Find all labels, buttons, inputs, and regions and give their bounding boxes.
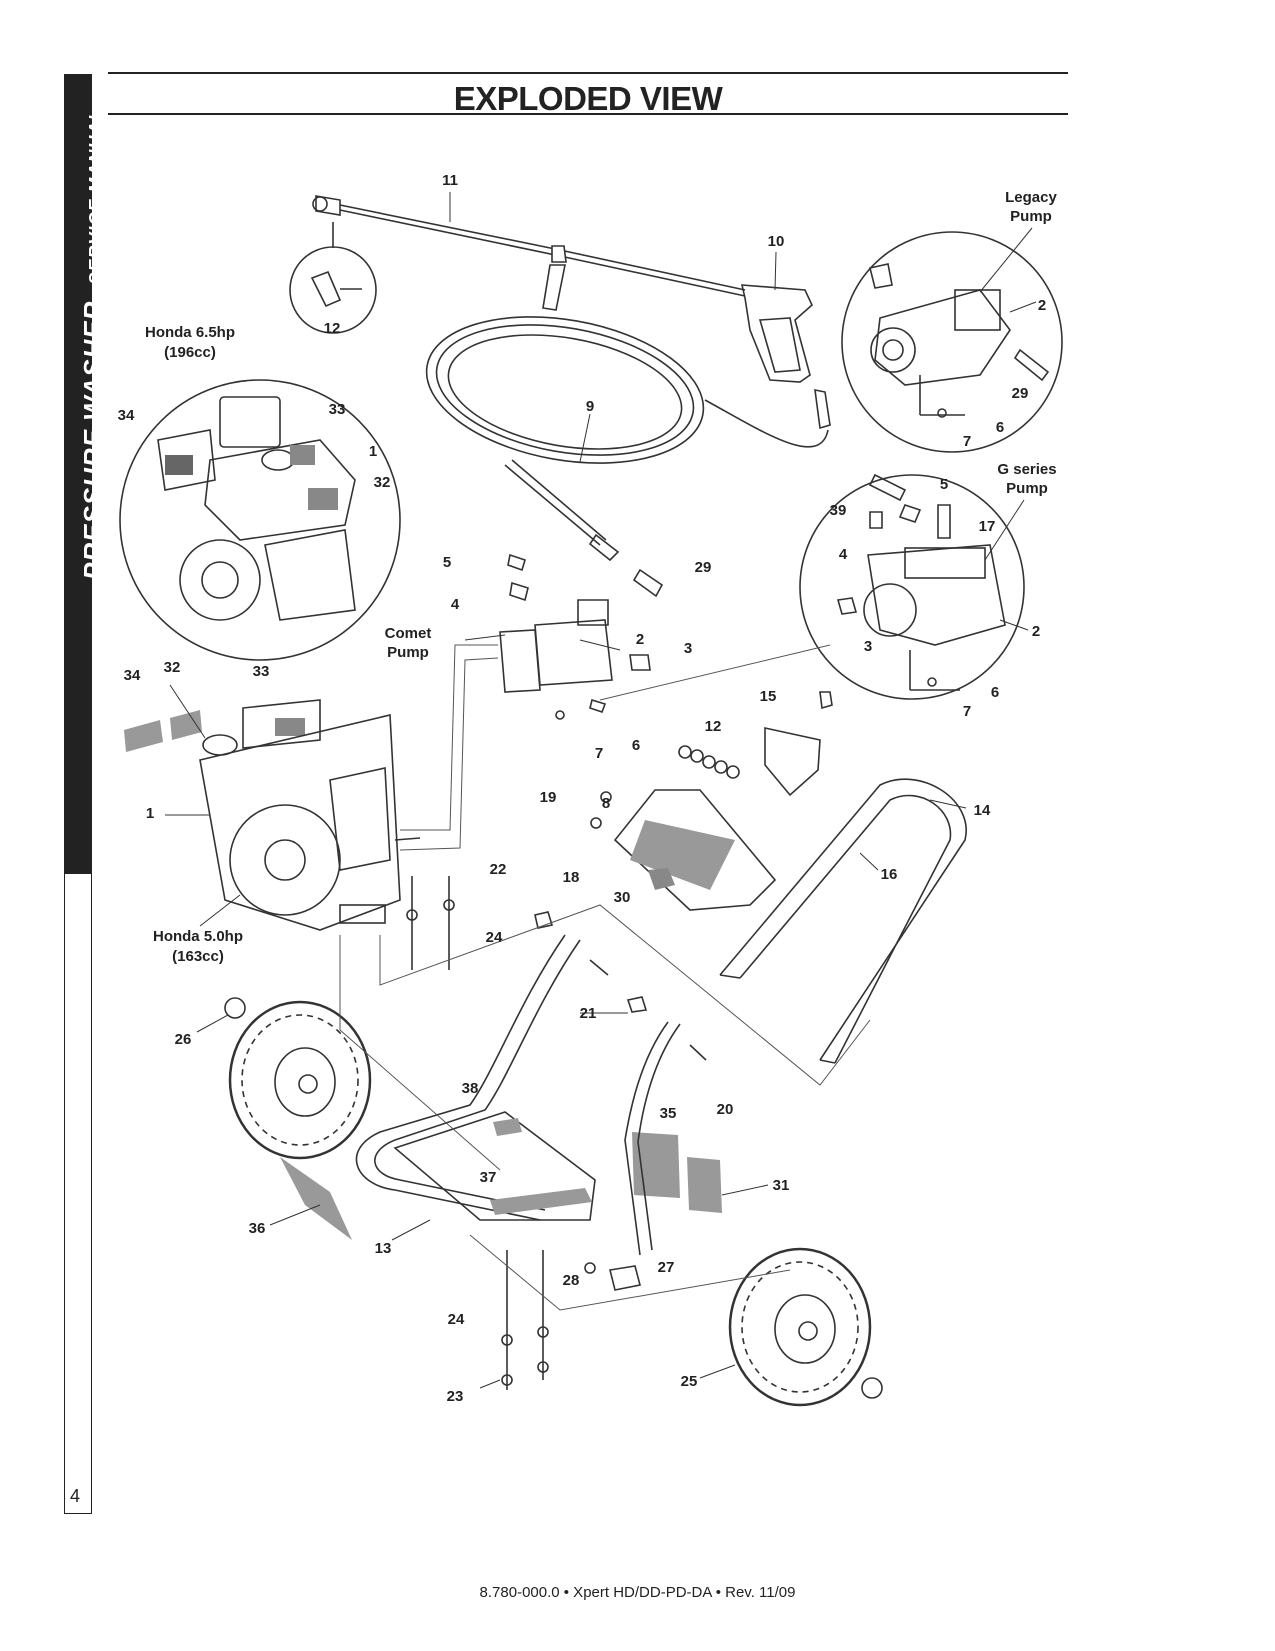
group-label-legacy-line2: Pump <box>1010 208 1052 225</box>
group-label-comet-line1: Comet <box>385 625 432 642</box>
callout-label: 5 <box>940 476 948 493</box>
callout-label: 34 <box>118 407 135 424</box>
callout-label: 6 <box>991 684 999 701</box>
assembly-guides <box>339 644 871 1311</box>
group-label-gseries-line1: G series <box>997 461 1056 478</box>
callout-label: 17 <box>979 518 996 535</box>
callout-label: 33 <box>253 663 270 680</box>
comet-pump <box>499 553 651 720</box>
group-label-legacy-line1: Legacy <box>1005 189 1057 206</box>
callout-label: 6 <box>996 419 1004 436</box>
callout-label: 7 <box>595 745 603 762</box>
callout-label: 3 <box>684 640 692 657</box>
callout-label: 28 <box>563 1272 580 1289</box>
callout-label: 32 <box>374 474 391 491</box>
page-title: EXPLODED VIEW <box>453 80 723 117</box>
callout-label: 39 <box>830 502 847 519</box>
callout-label: 30 <box>614 889 631 906</box>
callout-label: 8 <box>602 795 610 812</box>
callout-label: 31 <box>773 1177 790 1194</box>
nozzle-holder <box>764 691 833 797</box>
callout-label: 22 <box>490 861 507 878</box>
callout-label: 2 <box>636 631 644 648</box>
page-number: 4 <box>70 1486 81 1506</box>
callout-label: 2 <box>1038 297 1046 314</box>
callout-label: 7 <box>963 703 971 720</box>
footer: 8.780-000.0 • Xpert HD/DD-PD-DA • Rev. 1… <box>479 1584 796 1601</box>
honda-5-0hp-engine <box>199 699 421 931</box>
callout-label: 5 <box>443 554 451 571</box>
spray-wand <box>312 195 746 311</box>
decals <box>124 710 722 1240</box>
nozzle-detail <box>289 222 377 334</box>
callout-label: 12 <box>324 320 341 337</box>
title-rule-bottom <box>108 113 1068 115</box>
group-labels: Honda 6.5hp (196cc) Honda 5.0hp (163cc) Lega… <box>145 189 1058 965</box>
g-series-pump-detail <box>799 473 1025 700</box>
leader-lines <box>165 192 1037 1389</box>
handle <box>719 778 967 1064</box>
callout-label: 12 <box>705 718 722 735</box>
side-tab-border <box>64 874 92 1514</box>
frame <box>355 934 681 1256</box>
group-label-comet-line2: Pump <box>387 644 429 661</box>
callout-label: 25 <box>681 1373 698 1390</box>
group-label-honda65-line2: (196cc) <box>164 344 216 361</box>
callout-label: 24 <box>486 929 503 946</box>
callout-label: 15 <box>760 688 777 705</box>
group-label-honda65-line1: Honda 6.5hp <box>145 324 235 341</box>
group-label-gseries-line2: Pump <box>1006 480 1048 497</box>
callout-label: 37 <box>480 1169 497 1186</box>
callout-label: 29 <box>695 559 712 576</box>
callout-label: 23 <box>447 1388 464 1405</box>
callout-label: 10 <box>768 233 785 250</box>
callout-label: 19 <box>540 789 557 806</box>
callout-label: 35 <box>660 1105 677 1122</box>
nozzle-set <box>678 745 740 779</box>
control-panel <box>590 789 777 911</box>
callout-label: 11 <box>442 172 458 189</box>
callout-label: 4 <box>839 546 848 563</box>
title-rule-top <box>108 72 1068 74</box>
hardware <box>406 876 707 1390</box>
callout-label: 16 <box>881 866 898 883</box>
callout-label: 7 <box>963 433 971 450</box>
callout-label: 20 <box>717 1101 734 1118</box>
callout-label: 27 <box>658 1259 675 1276</box>
left-wheel <box>224 997 372 1160</box>
callout-label: 2 <box>1032 623 1040 640</box>
callout-label: 1 <box>146 805 154 822</box>
callout-label: 9 <box>586 398 594 415</box>
callout-label: 32 <box>164 659 181 676</box>
callout-label: 36 <box>249 1220 266 1237</box>
callout-label: 13 <box>375 1240 392 1257</box>
callout-label: 14 <box>974 802 991 819</box>
right-wheel <box>728 1247 883 1407</box>
side-tab <box>64 74 92 874</box>
callout-label: 26 <box>175 1031 192 1048</box>
callout-label: 6 <box>632 737 640 754</box>
callout-label: 18 <box>563 869 580 886</box>
callout-label: 33 <box>329 401 346 418</box>
group-label-honda50-line2: (163cc) <box>172 948 224 965</box>
callout-label: 38 <box>462 1080 479 1097</box>
legacy-pump-detail <box>841 231 1063 453</box>
callout-label: 4 <box>451 596 460 613</box>
callout-label: 3 <box>864 638 872 655</box>
callout-label: 24 <box>448 1311 465 1328</box>
honda-6-5hp-engine-detail <box>119 379 401 661</box>
callout-label: 1 <box>369 443 377 460</box>
hose <box>425 316 829 598</box>
callout-label: 34 <box>124 667 141 684</box>
spray-gun <box>740 284 831 430</box>
group-label-honda50-line1: Honda 5.0hp <box>153 928 243 945</box>
callout-label: 29 <box>1012 385 1029 402</box>
callout-label: 21 <box>580 1005 597 1022</box>
